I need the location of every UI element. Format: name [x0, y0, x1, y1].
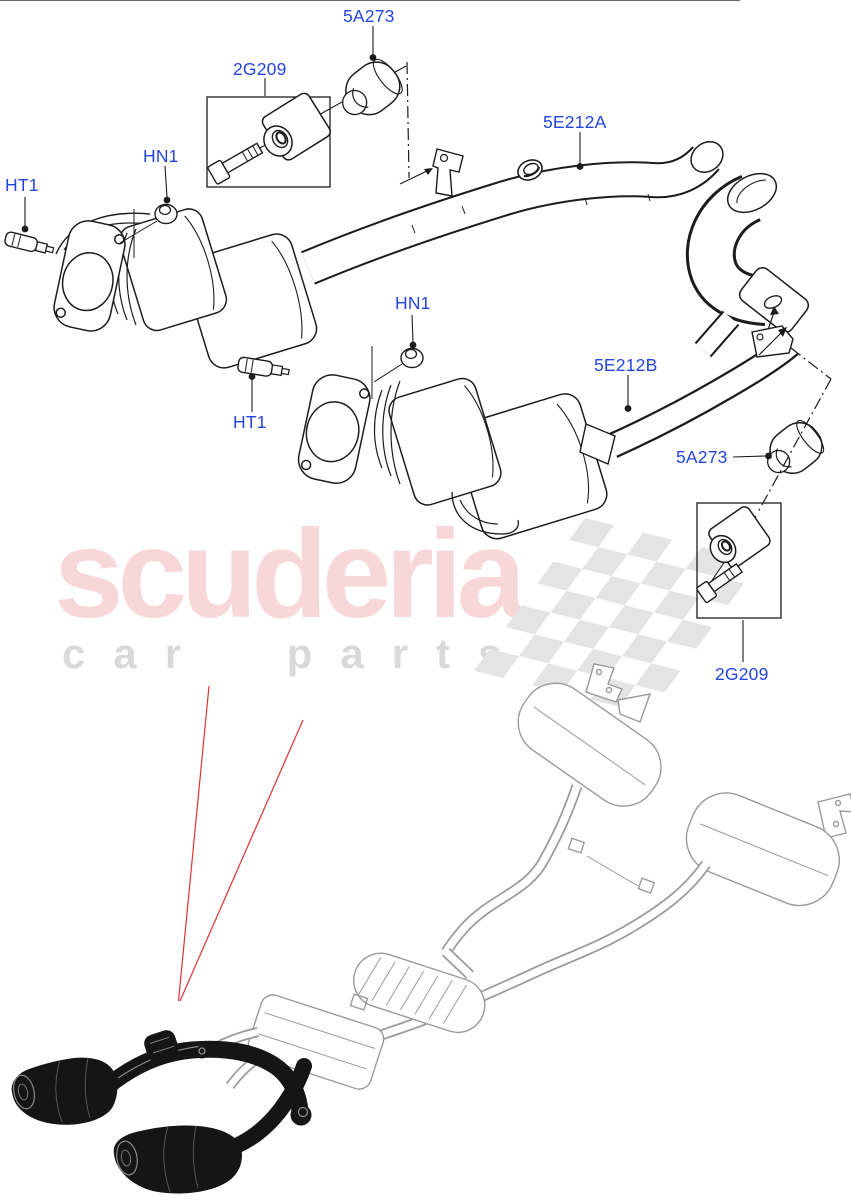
center-resonator-drawing [352, 952, 486, 1034]
flange-nut-lower-drawing [400, 347, 424, 369]
part-callout-ht1-top[interactable]: HT1 [5, 175, 39, 195]
oxygen-sensor-upper-drawing [4, 231, 55, 254]
catalytic-converter-right-highlight [113, 1125, 242, 1194]
bolt-bushing-kit-bottom-drawing [696, 502, 782, 619]
part-box-bottom [696, 502, 782, 619]
bolt-bottom-drawing [696, 562, 744, 604]
part-callout-5a273-top[interactable]: 5A273 [343, 6, 395, 26]
exhaust-system-thumbnail [211, 663, 851, 1090]
hanger-bushing-highlight [144, 1030, 179, 1063]
part-box-top [206, 96, 331, 188]
callout-leader-lines [24, 26, 766, 662]
part-callout-ht1-mid[interactable]: HT1 [233, 412, 267, 432]
gasket-ring-drawing [517, 159, 543, 181]
part-callout-5a273-right[interactable]: 5A273 [676, 447, 728, 467]
flange-nut-upper-drawing [154, 203, 178, 225]
part-callout-5e212b[interactable]: 5E212B [594, 355, 658, 375]
assembly-dash-dot-lines [406, 61, 832, 515]
part-callout-hn1-top[interactable]: HN1 [143, 146, 179, 166]
bolt-bushing-kit-top-drawing [206, 92, 331, 188]
hanger-bracket-lower-drawing [751, 325, 794, 358]
catalytic-converter-lower-drawing [297, 374, 616, 540]
hanger-bracket-upper-drawing [399, 148, 464, 197]
part-callout-2g209-bottom[interactable]: 2G209 [715, 664, 769, 684]
part-callout-2g209-top[interactable]: 2G209 [233, 59, 287, 79]
crossover-elbow-drawing [685, 172, 810, 358]
catalytic-converter-left-highlight [11, 1057, 118, 1125]
part-callout-hn1-mid[interactable]: HN1 [395, 293, 431, 313]
catalytic-converter-upper-drawing [53, 208, 318, 369]
front-pipe-assembly-highlight [11, 1030, 312, 1194]
front-pipe-5e212a-drawing [301, 141, 724, 285]
car-parts-watermark-text: car parts [62, 630, 530, 677]
rear-muffler-right-drawing [307, 792, 851, 1065]
rear-muffler-left-drawing [441, 663, 662, 955]
callout-leader-dots [21, 54, 772, 460]
stud-alignment-lines [119, 209, 403, 399]
location-pointer-lines [177, 685, 304, 1002]
rubber-mount-top-drawing [342, 58, 403, 116]
scuderia-watermark-text: scuderia [54, 505, 526, 644]
part-callout-5e212a[interactable]: 5E212A [543, 112, 607, 132]
center-muffler-drawing [247, 994, 385, 1090]
bolt-top-drawing [207, 142, 264, 185]
rubber-mount-right-drawing [767, 420, 825, 475]
front-pipe-5e212b-drawing [606, 334, 799, 458]
oxygen-sensor-lower-drawing [237, 356, 290, 377]
